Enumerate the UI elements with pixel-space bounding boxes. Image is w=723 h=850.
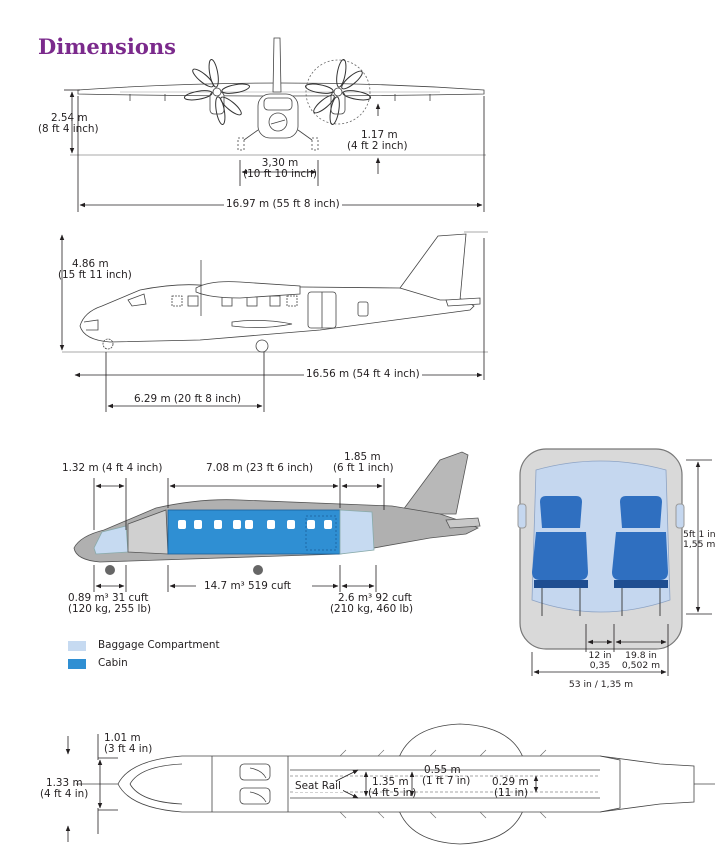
plan-view-drawing — [76, 723, 715, 845]
front-view-drawing — [70, 37, 486, 156]
legend-baggage-label: Baggage Compartment — [98, 639, 220, 651]
page-title: Dimensions — [38, 34, 176, 59]
plan-body-width-label: 1.33 m (4 ft 4 in) — [40, 777, 89, 800]
cabin-rear-volume-label: 2.6 m³ 92 cuft (210 kg, 460 lb) — [330, 592, 414, 615]
front-prop-clearance-label: 1.17 m (4 ft 2 inch) — [347, 129, 408, 152]
cross-section-drawing — [517, 448, 685, 650]
legend-cabin-label: Cabin — [98, 657, 128, 669]
front-span-label: 16.97 m (55 ft 8 inch) — [224, 198, 342, 210]
cabin-length-label: 7.08 m (23 ft 6 inch) — [206, 462, 314, 474]
cabin-view-drawing — [73, 451, 481, 575]
cabin-view-dimensions — [93, 478, 385, 592]
plan-rail-gap-label: 0.55 m (1 ft 7 in) — [422, 764, 471, 787]
cross-width-label: 53 in / 1,35 m — [568, 679, 634, 690]
plan-rail-span-label: 1.35 m (4 ft 5 in) — [368, 776, 417, 799]
cabin-rear-length-label: 1.85 m (6 ft 1 inch) — [333, 451, 394, 474]
cross-aisle-label: 12 in 0,35 — [588, 650, 612, 671]
cross-section-dimensions — [531, 459, 712, 676]
front-track-label: 3,30 m (10 ft 10 inch) — [243, 157, 317, 180]
plan-rail-offset-label: 0.29 m (11 in) — [492, 776, 529, 799]
legend-swatch-baggage — [68, 641, 86, 651]
side-view-drawing — [62, 231, 488, 353]
front-height-label: 2.54 m (8 ft 4 inch) — [38, 112, 99, 135]
plan-door-height-label: 1.01 m (3 ft 4 in) — [104, 732, 153, 755]
cabin-nose-volume-label: 0.89 m³ 31 cuft (120 kg, 255 lb) — [68, 592, 152, 615]
cross-seat-label: 19.8 in 0,502 m — [621, 650, 661, 671]
cross-height-label: 5ft 1 in 1,55 m — [683, 529, 716, 550]
plan-seat-rail-label: Seat Rail — [293, 780, 343, 792]
cabin-nose-length-label: 1.32 m (4 ft 4 inch) — [62, 462, 163, 474]
side-height-label: 4.86 m (15 ft 11 inch) — [58, 258, 132, 281]
side-length-label: 16.56 m (54 ft 4 inch) — [304, 368, 422, 380]
legend-swatch-cabin — [68, 659, 86, 669]
cabin-volume-label: 14.7 m³ 519 cuft — [204, 580, 292, 592]
side-wheelbase-label: 6.29 m (20 ft 8 inch) — [132, 393, 244, 405]
